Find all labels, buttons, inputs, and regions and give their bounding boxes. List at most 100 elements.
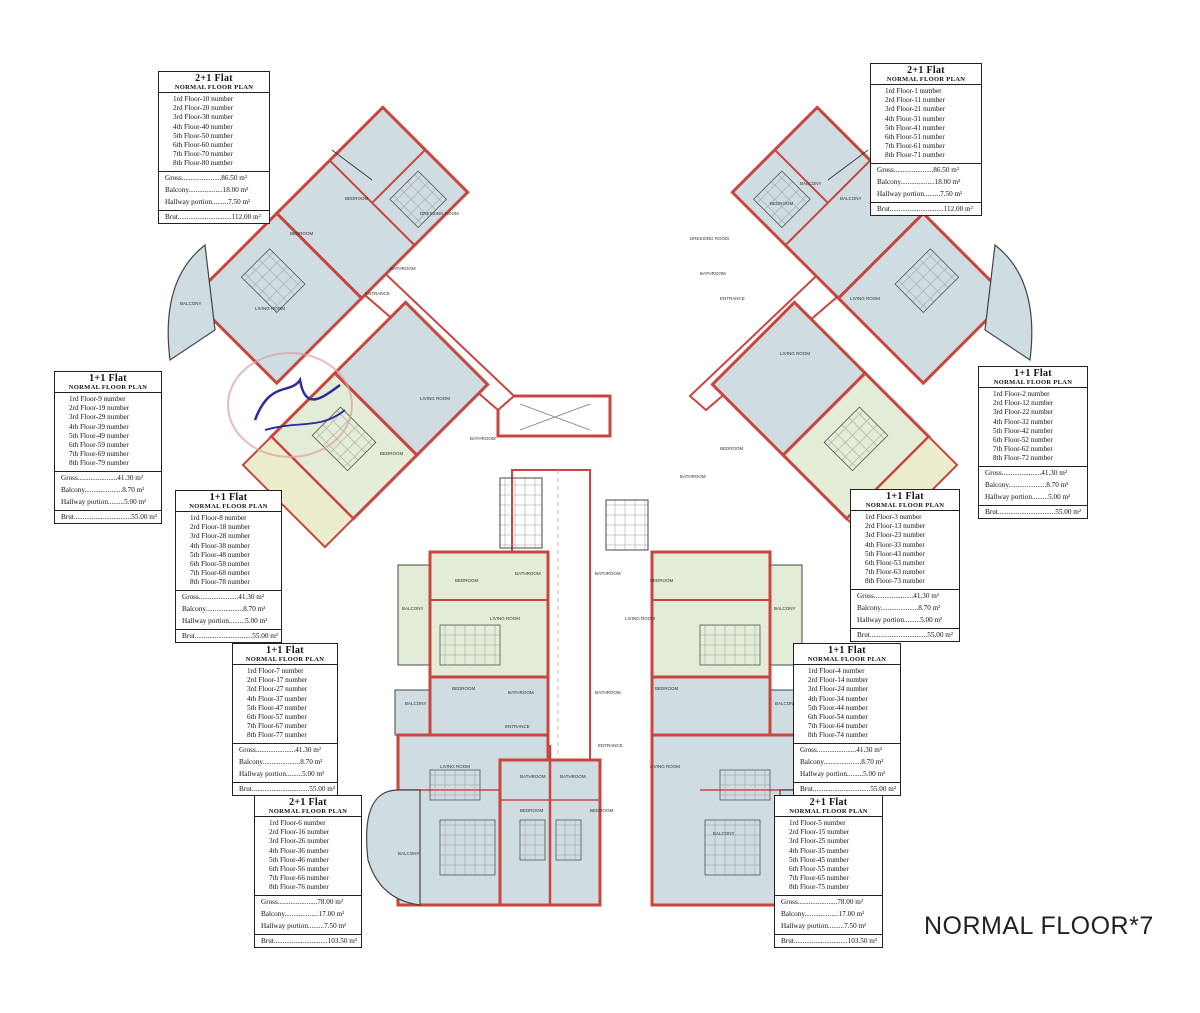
legend-gross: Gross......................41.30 m²	[55, 472, 161, 484]
legend-balcony-text: Balcony.....................8.70 m²	[239, 757, 323, 766]
legend-hallway-text: Hallway portion.........7.50 m²	[165, 197, 251, 206]
legend-hallway-text: Hallway portion.........5.00 m²	[239, 769, 325, 778]
legend-title: 1+1 Flat	[1014, 368, 1052, 379]
legend-floor-item: 2rd Floor-19 number	[69, 404, 130, 413]
legend-floor-item: 3rd Floor-25 number	[789, 837, 850, 846]
room-label: DRESSING ROOM	[690, 236, 729, 241]
room-label: BEDROOM	[452, 686, 476, 691]
room-label: BALCONY	[405, 701, 427, 706]
legend-balcony-text: Balcony...................18.00 m²	[877, 177, 961, 186]
legend-balcony: Balcony.....................8.70 m²	[233, 756, 337, 768]
legend-floor-item: 6th Floor-58 number	[190, 560, 250, 569]
legend-subtitle: NORMAL FLOOR PLAN	[775, 808, 882, 817]
legend-balcony: Balcony.....................8.70 m²	[851, 602, 959, 614]
legend-brut: Brut................................55.0…	[176, 628, 281, 642]
legend-floor-item: 5th Floor-49 number	[69, 431, 129, 440]
legend-title: 2+1 Flat	[907, 65, 945, 76]
legend-balcony-text: Balcony.....................8.70 m²	[985, 480, 1069, 489]
legend-hallway: Hallway portion.........5.00 m²	[233, 768, 337, 780]
legend-gross-text: Gross......................41.30 m²	[61, 473, 144, 482]
legend-subtitle: NORMAL FLOOR PLAN	[794, 656, 900, 665]
legend-brut-text: Brut................................55.0…	[182, 631, 278, 640]
legend-floor-item: 3rd Floor-29 number	[69, 413, 130, 422]
legend-floor-item: 1rd Floor-3 number	[865, 513, 922, 521]
legend-floor-item: 1rd Floor-4 number	[808, 667, 865, 675]
legend-floor-item: 4th Floor-33 number	[865, 540, 925, 549]
legend-subtitle: NORMAL FLOOR PLAN	[159, 84, 269, 93]
legend-hallway: Hallway portion.........5.00 m²	[979, 491, 1087, 503]
legend-gross: Gross......................78.00 m²	[255, 896, 361, 908]
legend-hallway-text: Hallway portion.........5.00 m²	[857, 615, 943, 624]
room-label: BEDROOM	[655, 686, 679, 691]
room-label: BALCONY	[800, 181, 822, 186]
legend-gross-text: Gross......................78.00 m²	[261, 897, 344, 906]
legend-floor-item: 2rd Floor-16 number	[269, 828, 330, 837]
legend-title: 1+1 Flat	[828, 645, 866, 656]
legend-balcony-text: Balcony.....................8.70 m²	[61, 485, 145, 494]
legend-floor-item: 4th Floor-34 number	[808, 694, 868, 703]
legend-gross: Gross......................41.30 m²	[979, 467, 1087, 479]
room-label: DRESSING ROOM	[420, 211, 459, 216]
wing-left-upper	[189, 105, 470, 386]
legend-floor-item: 4th Floor-37 number	[247, 694, 307, 703]
legend-gross: Gross......................86.50 m²	[159, 172, 269, 184]
legend-gross-text: Gross......................78.00 m²	[781, 897, 864, 906]
room-label: BATHROOM	[595, 690, 621, 695]
legend-hallway-text: Hallway portion.........5.00 m²	[985, 492, 1071, 501]
legend-balcony-text: Balcony.....................8.70 m²	[182, 604, 266, 613]
legend-floor-item: 7th Floor-65 number	[789, 874, 849, 883]
legend-floor-item: 7th Floor-70 number	[173, 150, 233, 159]
legend-subtitle: NORMAL FLOOR PLAN	[176, 503, 281, 512]
legend-floor-item: 5th Floor-45 number	[789, 855, 849, 864]
legend-gross: Gross......................86.50 m²	[871, 164, 981, 176]
legend-balcony-text: Balcony.....................8.70 m²	[857, 603, 941, 612]
room-label: LIVING ROOM	[850, 296, 880, 301]
room-label: BALCONY	[775, 701, 797, 706]
legend-gross-text: Gross......................86.50 m²	[877, 165, 960, 174]
legend-brut-text: Brut................................55.0…	[985, 507, 1081, 516]
room-label: BEDROOM	[590, 808, 614, 813]
legend-floor-item: 5th Floor-48 number	[190, 550, 250, 559]
legend-title: 2+1 Flat	[289, 797, 327, 808]
room-label: BEDROOM	[520, 808, 544, 813]
legend-gross-text: Gross......................41.30 m²	[985, 468, 1068, 477]
legend-brut: Brut................................55.0…	[55, 509, 161, 523]
legend-floor-item: 7th Floor-62 number	[993, 445, 1053, 454]
legend-brut-text: Brut..............................112.00…	[165, 212, 261, 221]
legend-brut-text: Brut..............................112.00…	[877, 204, 973, 213]
legend-floor-item: 8th Floor-80 number	[173, 159, 233, 168]
legend-floor-item: 6th Floor-54 number	[808, 713, 868, 722]
legend-floor-item: 7th Floor-69 number	[69, 450, 129, 459]
room-label: BATHROOM	[508, 690, 534, 695]
legend-floor-item: 1rd Floor-5 number	[789, 819, 846, 827]
legend-balcony: Balcony...................17.00 m²	[775, 908, 882, 920]
legend-title: 2+1 Flat	[195, 73, 233, 84]
room-label: BATHROOM	[515, 571, 541, 576]
legend-floor-item: 5th Floor-47 number	[247, 703, 307, 712]
legend-floor-item: 8th Floor-73 number	[865, 577, 925, 586]
legend-floor-item: 3rd Floor-24 number	[808, 685, 869, 694]
legend-balcony-text: Balcony...................17.00 m²	[781, 909, 865, 918]
legend-hallway: Hallway portion.........7.50 m²	[775, 920, 882, 932]
legend-balcony: Balcony.....................8.70 m²	[794, 756, 900, 768]
legend-floor-item: 4th Floor-32 number	[993, 417, 1053, 426]
legend-brut-text: Brut................................55.0…	[239, 784, 335, 793]
legend-brut-text: Brut................................55.0…	[800, 784, 896, 793]
legend-brut: Brut................................55.0…	[979, 504, 1087, 518]
legend-balcony: Balcony...................18.00 m²	[159, 184, 269, 196]
legend-floor-item: 1rd Floor-2 number	[993, 390, 1050, 398]
legend-balcony: Balcony.....................8.70 m²	[176, 603, 281, 615]
room-label: BATHROOM	[680, 474, 706, 479]
legend-floor-item: 4th Floor-31 number	[885, 114, 945, 123]
legend-floor-item: 3rd Floor-21 number	[885, 105, 946, 114]
room-label: LIVING ROOM	[255, 306, 285, 311]
legend-floor-item: 2rd Floor-12 number	[993, 399, 1054, 408]
room-label: BATHROOM	[595, 571, 621, 576]
